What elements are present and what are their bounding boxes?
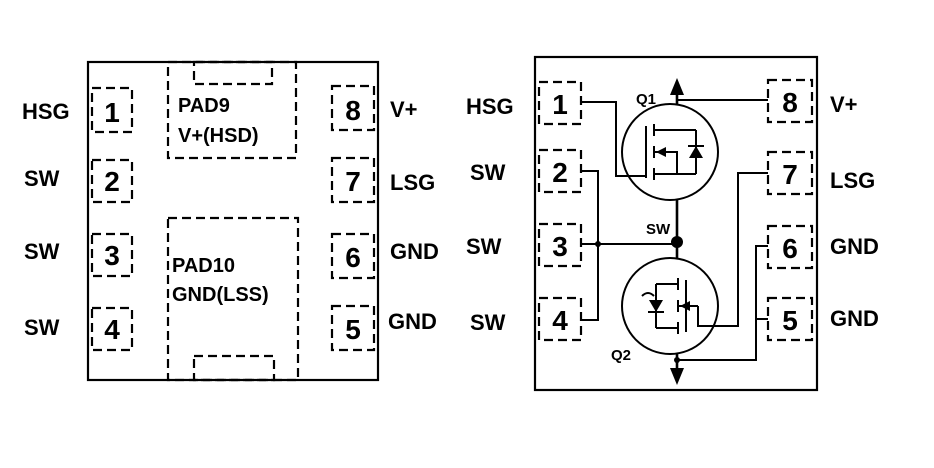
- pin-label-sw: SW: [470, 310, 506, 335]
- pin-label-gnd: GND: [388, 309, 437, 334]
- arrow-down-icon: [670, 368, 684, 385]
- pad10-label: PAD10: [172, 255, 235, 277]
- left-pin-2: 2: [90, 158, 134, 204]
- left-pin-6: 6: [330, 232, 376, 280]
- pin-label-lsg: LSG: [390, 170, 435, 195]
- q1-diode-icon: [689, 146, 703, 158]
- right-package-outline: [533, 55, 819, 392]
- pin-number: 3: [552, 231, 568, 262]
- pin-number: 7: [782, 159, 798, 190]
- right-pin-7: 7: [766, 150, 814, 196]
- pin-label-vplus: V+: [390, 97, 418, 122]
- q2-body: [621, 257, 719, 355]
- left-pin-7: 7: [330, 156, 376, 204]
- right-pin-1: 1: [537, 80, 583, 126]
- arrow-up-icon: [670, 78, 684, 95]
- pin-label-gnd: GND: [390, 239, 439, 264]
- pin-number: 4: [104, 314, 120, 345]
- right-pin-3: 3: [537, 222, 583, 268]
- left-pin-8: 8: [330, 84, 376, 132]
- sw-node-label: SW: [646, 221, 671, 238]
- q2-mosfet: Q2: [611, 257, 719, 364]
- hsg-wire: [581, 101, 646, 177]
- pin-label-gnd: GND: [830, 234, 879, 259]
- left-pin-3: 3: [90, 232, 134, 278]
- pad10-region: PAD10 GND(LSS): [166, 216, 300, 382]
- pin-label-sw: SW: [24, 166, 60, 191]
- pin-label-vplus: V+: [830, 92, 858, 117]
- pin-number: 5: [345, 314, 361, 345]
- pad10-function: GND(LSS): [172, 284, 269, 306]
- pin-number: 2: [552, 157, 568, 188]
- pin-label-hsg: HSG: [22, 99, 70, 124]
- pin-number: 1: [104, 97, 120, 128]
- right-pin-2: 2: [537, 148, 583, 194]
- pin-number: 6: [782, 233, 798, 264]
- pin-label-lsg: LSG: [830, 168, 875, 193]
- pin-label-sw: SW: [470, 160, 506, 185]
- left-pin-1: 1: [90, 86, 134, 134]
- junction-dot: [674, 357, 680, 363]
- pad9-region: PAD9 V+(HSD): [166, 60, 298, 160]
- q2-label: Q2: [611, 347, 631, 364]
- left-pin-5: 5: [330, 304, 376, 352]
- junction-dot: [595, 241, 601, 247]
- pin-number: 6: [345, 242, 361, 273]
- pin-number: 2: [104, 166, 120, 197]
- right-pin-4: 4: [537, 296, 583, 342]
- sw-node-dot: [671, 236, 683, 248]
- pin-number: 3: [104, 240, 120, 271]
- pin-number: 4: [552, 305, 568, 336]
- pin-number: 8: [345, 95, 361, 126]
- pin-number: 1: [552, 89, 568, 120]
- pin-label-sw: SW: [466, 234, 502, 259]
- pin-label-sw: SW: [24, 315, 60, 340]
- right-pin-8: 8: [766, 78, 814, 124]
- q1-label: Q1: [636, 91, 656, 108]
- pin-number: 7: [345, 166, 361, 197]
- left-package-diagram: 1 2 3 4 8 7 6 5: [22, 60, 439, 382]
- pin-number: 8: [782, 87, 798, 118]
- q1-mosfet: Q1: [621, 91, 719, 201]
- left-pin-4: 4: [90, 306, 134, 352]
- pin-number: 5: [782, 305, 798, 336]
- q2-diode-icon: [649, 300, 663, 312]
- q2-curve-icon: [641, 292, 655, 297]
- right-pin-6: 6: [766, 224, 814, 270]
- pin-label-gnd: GND: [830, 306, 879, 331]
- gnd-wire: [677, 245, 768, 361]
- pin-label-sw: SW: [24, 239, 60, 264]
- right-schematic-diagram: 1 2 3 4 8 7 6 5: [466, 55, 879, 392]
- right-pin-5: 5: [766, 296, 814, 342]
- pad9-label: PAD9: [178, 95, 230, 117]
- lsg-wire: [697, 172, 768, 327]
- pad9-function: V+(HSD): [178, 125, 259, 147]
- pin-label-hsg: HSG: [466, 94, 514, 119]
